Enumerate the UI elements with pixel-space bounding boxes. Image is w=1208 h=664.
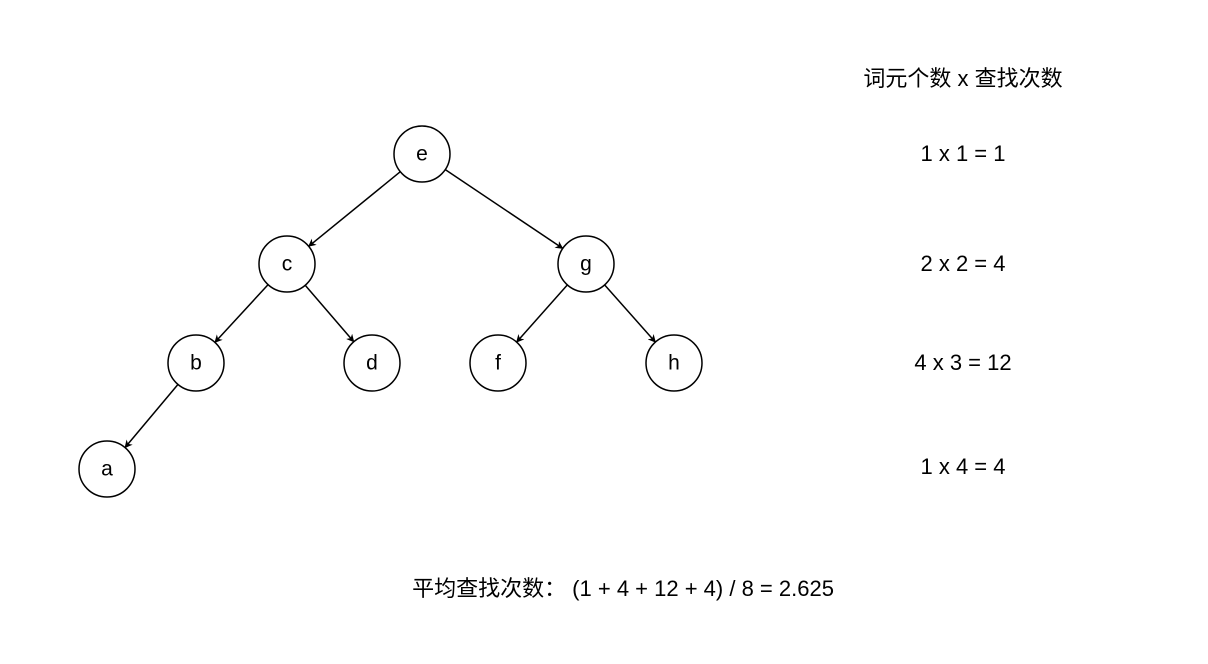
nodes-layer: e c g b d f h a: [78, 125, 703, 498]
average-search-formula: 平均查找次数： (1 + 4 + 12 + 4) / 8 = 2.625: [412, 576, 834, 601]
node-circle: [78, 440, 136, 498]
node-circle: [645, 334, 703, 392]
table-header: 词元个数 x 查找次数: [863, 66, 1063, 91]
edges-layer: [124, 168, 656, 449]
edge-c-to-b: [214, 284, 269, 343]
tree-node-a: a: [78, 440, 136, 498]
tree-node-g: g: [557, 235, 615, 293]
edge-e-to-c: [308, 171, 401, 247]
node-circle: [469, 334, 527, 392]
node-label: d: [366, 352, 378, 375]
level-3-count: 4 x 3 = 12: [914, 350, 1012, 375]
node-label: c: [282, 253, 293, 276]
edge-g-to-h: [604, 284, 656, 343]
node-label: g: [580, 253, 592, 276]
tree-node-e: e: [393, 125, 451, 183]
node-label: h: [668, 352, 680, 375]
edge-e-to-g: [444, 168, 564, 250]
edge-c-to-d: [304, 284, 355, 343]
tree-node-d: d: [343, 334, 401, 392]
tree-node-f: f: [469, 334, 527, 392]
node-circle: [343, 334, 401, 392]
tree-node-c: c: [258, 235, 316, 293]
level-2-count: 2 x 2 = 4: [920, 251, 1006, 276]
edge-g-to-f: [516, 284, 568, 343]
node-label: b: [190, 352, 202, 375]
node-label: f: [495, 352, 501, 375]
node-circle: [393, 125, 451, 183]
node-circle: [258, 235, 316, 293]
tree-node-b: b: [167, 334, 225, 392]
tree-node-h: h: [645, 334, 703, 392]
level-1-count: 1 x 1 = 1: [920, 141, 1006, 166]
node-circle: [557, 235, 615, 293]
node-label: a: [101, 458, 113, 481]
node-label: e: [416, 143, 428, 166]
node-circle: [167, 334, 225, 392]
level-4-count: 1 x 4 = 4: [920, 454, 1006, 479]
edge-b-to-a: [124, 383, 179, 449]
